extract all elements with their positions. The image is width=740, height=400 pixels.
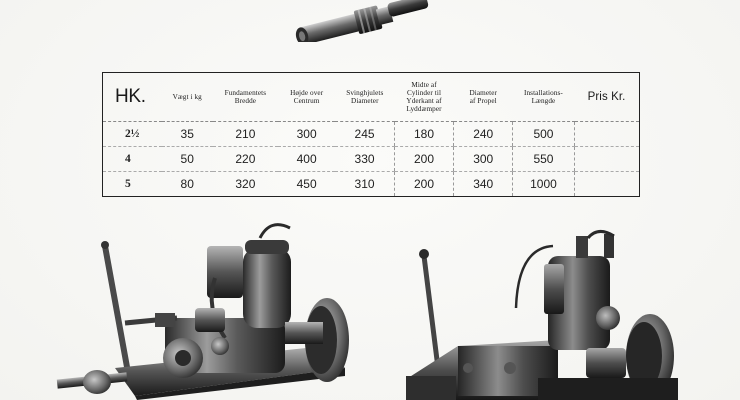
header-price: Pris Kr. [574, 72, 640, 122]
cell-weight: 35 [161, 121, 213, 147]
table-header-row: HK. Vægt i kg Fundamentets Bredde Højde … [102, 72, 640, 122]
cell-installation-length: 1000 [512, 171, 575, 197]
cell-height-center: 450 [296, 177, 317, 191]
cell-hk: 5 [125, 178, 131, 190]
cell-cylinder-center: 180 [393, 121, 454, 147]
header-flywheel-diameter: Svinghjulets Diameter [335, 72, 395, 122]
cell-foundation-width: 320 [235, 177, 256, 191]
cell-height-center: 300 [278, 121, 336, 147]
marine-engine-illustration [56, 223, 349, 400]
table-row: 5 80 320 450 310 200 340 1000 [103, 171, 640, 197]
header-hk: HK. [102, 72, 162, 122]
cell-flywheel-diameter: 330 [335, 146, 395, 172]
cell-cylinder-center: 200 [393, 146, 454, 172]
header-propeller-diameter: Diameter af Propel [453, 72, 513, 122]
header-installation-length: Installations- Længde [512, 72, 575, 122]
propeller-shaft-illustration [295, 0, 429, 42]
specification-table: HK. Vægt i kg Fundamentets Bredde Højde … [102, 72, 640, 197]
cell-propeller-diameter: 240 [453, 121, 513, 147]
cell-cylinder-center: 200 [393, 171, 454, 197]
header-height-center: Højde over Centrum [278, 72, 336, 122]
cell-propeller-diameter: 340 [453, 171, 513, 197]
table-row: 2½ 35 210 300 245 180 240 500 [102, 121, 640, 147]
cell-foundation-width: 210 [212, 121, 279, 147]
header-foundation-width: Fundamentets Bredde [212, 72, 279, 122]
cell-foundation-width: 220 [212, 146, 279, 172]
cell-height-center: 400 [278, 146, 336, 172]
cell-installation-length: 500 [512, 121, 575, 147]
cell-price [573, 121, 640, 147]
cell-weight: 50 [161, 146, 213, 172]
marine-engine-with-gearbox-illustration [406, 230, 678, 400]
cell-flywheel-diameter: 245 [335, 121, 395, 147]
table-row: 4 50 220 400 330 200 300 550 [102, 146, 640, 172]
cell-weight: 80 [180, 177, 194, 191]
cell-installation-length: 550 [512, 146, 575, 172]
cell-price [573, 171, 640, 197]
header-cylinder-center: Midte af Cylinder til Yderkant af Lyddæm… [394, 72, 454, 122]
cell-hk: 4 [102, 146, 162, 172]
cell-hk: 2½ [102, 121, 162, 147]
cell-flywheel-diameter: 310 [354, 177, 375, 191]
cell-price [573, 146, 640, 172]
cell-propeller-diameter: 300 [453, 146, 513, 172]
header-weight: Vægt i kg [161, 72, 213, 122]
